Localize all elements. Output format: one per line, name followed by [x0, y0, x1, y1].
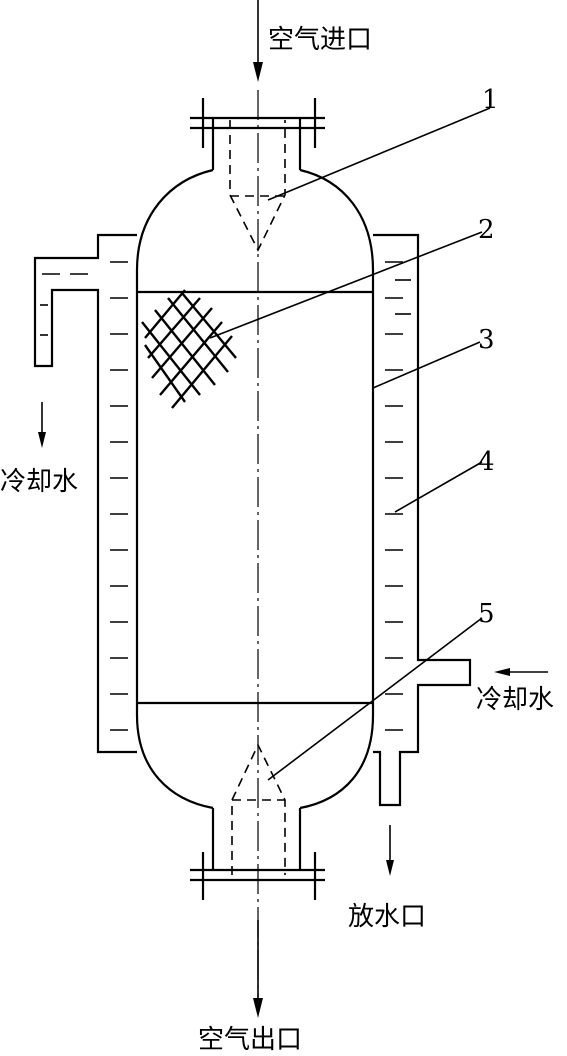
callout-3: 3	[478, 325, 495, 355]
water-marks-right	[385, 261, 411, 731]
wire-mesh-packing	[141, 289, 237, 409]
drain-arrow	[386, 825, 394, 876]
air-outlet-arrow	[253, 920, 263, 1018]
callout-4: 4	[478, 447, 495, 477]
water-marks-left	[40, 261, 128, 731]
cooling-water-in-label: 冷却水	[476, 685, 554, 715]
cooling-water-out-arrow	[38, 402, 46, 448]
callout-2: 2	[478, 215, 495, 245]
callout-1: 1	[482, 85, 499, 115]
drain-label: 放水口	[348, 902, 426, 932]
cooling-water-out-label: 冷却水	[0, 467, 78, 497]
vessel-shell	[135, 168, 375, 810]
air-inlet-label: 空气进口	[268, 25, 372, 55]
air-inlet-arrow	[253, 0, 263, 82]
leader-lines	[209, 107, 491, 781]
cooling-water-in-arrow	[494, 668, 548, 676]
water-jacket	[33, 233, 472, 807]
callout-5: 5	[478, 599, 495, 629]
air-outlet-label: 空气出口	[198, 1025, 302, 1055]
